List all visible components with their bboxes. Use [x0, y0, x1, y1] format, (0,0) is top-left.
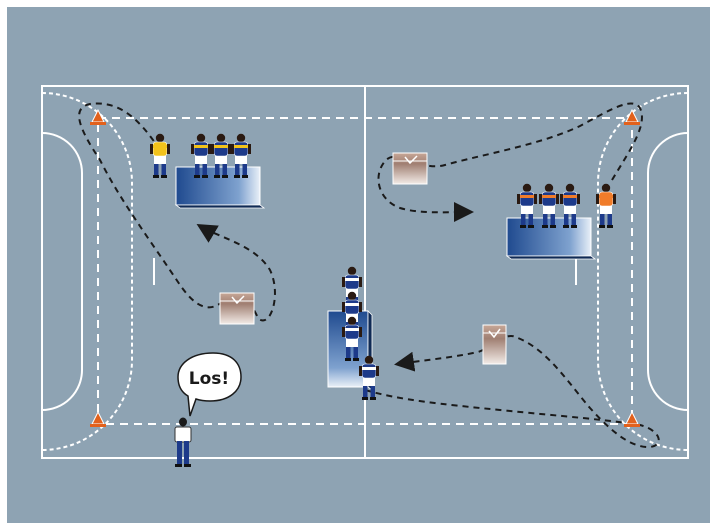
player-right-orange-4: [596, 183, 616, 228]
coach-leg-right: [184, 441, 189, 465]
right-free-throw-line: [597, 92, 689, 451]
cone-top-left: [90, 108, 106, 125]
players: [150, 133, 616, 400]
path-top-left-loop: [78, 102, 276, 322]
dashed-running-rectangle: [97, 117, 633, 425]
player-right-orange-3: [560, 183, 580, 228]
boxes: [219, 152, 507, 365]
player-top-left-yellow-4: [231, 133, 251, 178]
mat-top-left: [174, 166, 266, 209]
player-right-orange-1: [517, 183, 537, 228]
player-top-left-yellow-2: [191, 133, 211, 178]
player-top-left-yellow-1: [150, 133, 170, 178]
cone-top-right: [624, 108, 640, 125]
right-goal-area: [647, 132, 689, 411]
player-center-blue-3: [342, 316, 362, 361]
path-top-right-loop: [377, 102, 643, 223]
court-area: [7, 7, 710, 523]
coach-leg-left: [177, 441, 182, 465]
cones: [90, 108, 640, 427]
cone-bottom-right: [624, 410, 640, 427]
box-top-center: [392, 152, 428, 185]
player-center-blue-4: [359, 355, 379, 400]
box-right: [482, 324, 507, 365]
speech-bubble: Los!: [177, 352, 242, 417]
speech-bubble-text: Los!: [189, 369, 229, 389]
left-goal-area: [41, 132, 83, 411]
coach-head: [179, 417, 187, 427]
player-top-left-yellow-3: [211, 133, 231, 178]
coach-shirt: [174, 426, 192, 443]
player-right-orange-2: [539, 183, 559, 228]
cone-bottom-left: [90, 410, 106, 427]
coach: [174, 417, 192, 467]
box-left: [219, 292, 255, 325]
